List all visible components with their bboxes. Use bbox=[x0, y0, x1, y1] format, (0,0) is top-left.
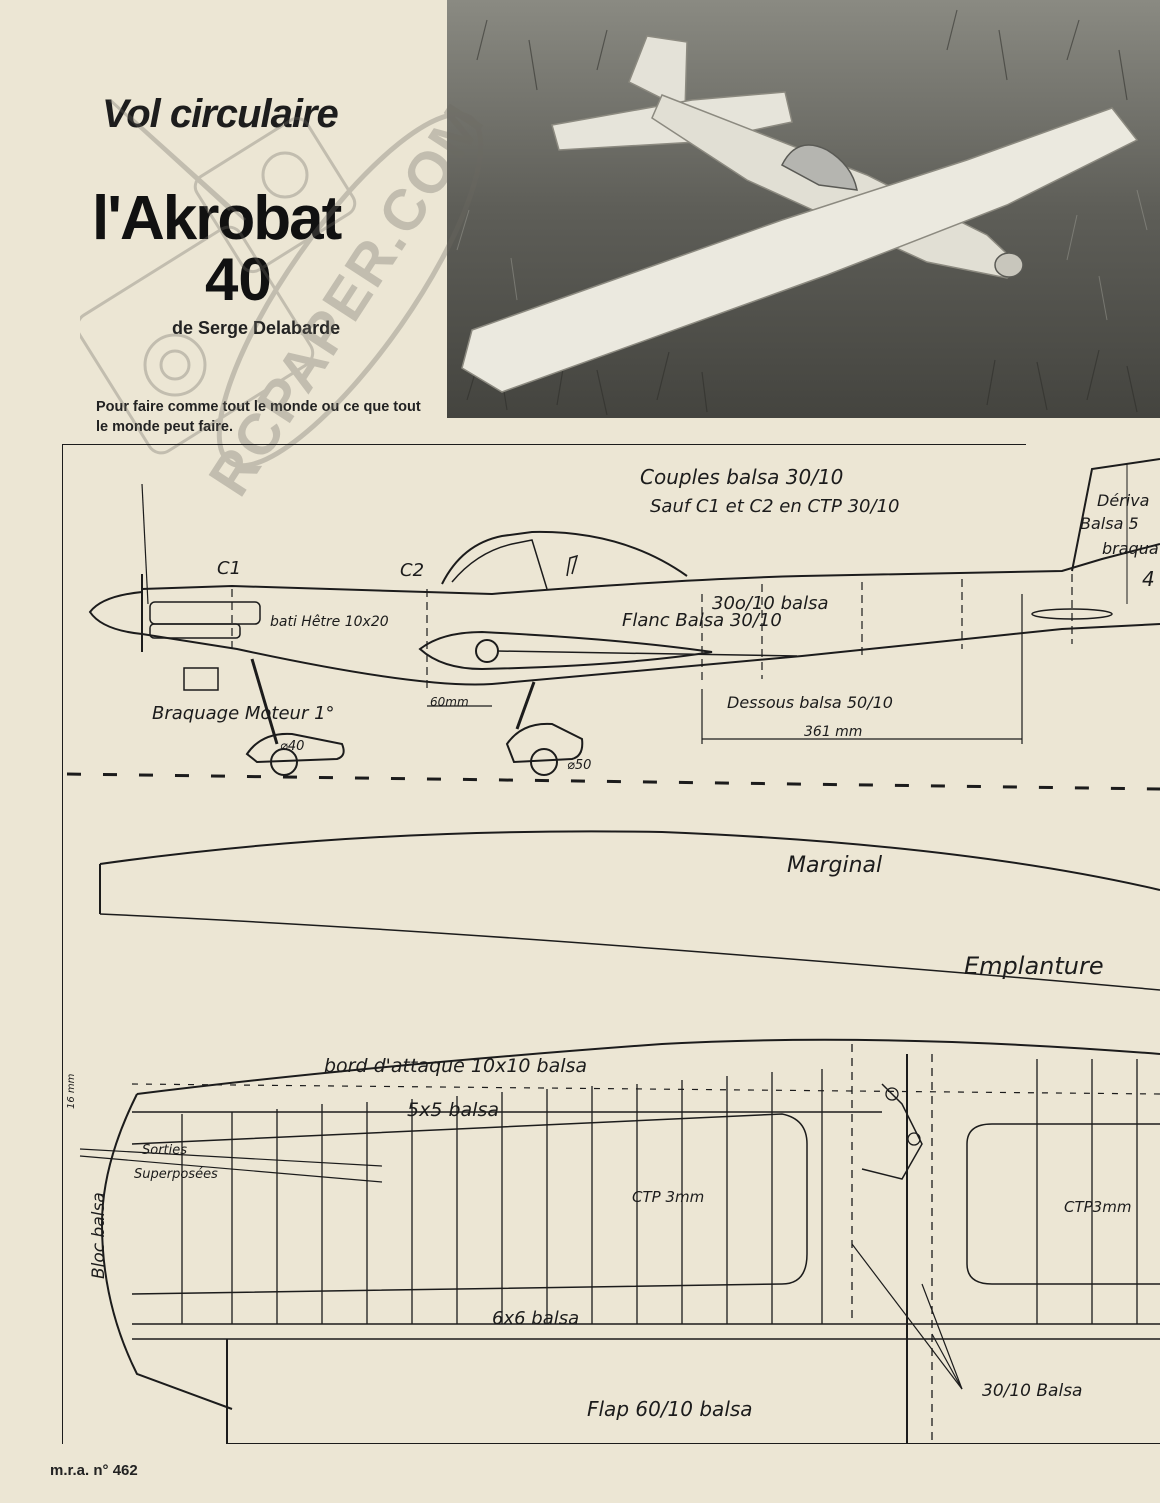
label-roue-arriere: ⌀50 bbox=[567, 758, 591, 773]
aircraft-photo bbox=[447, 0, 1160, 418]
label-derive-1: Dériva bbox=[1097, 491, 1149, 510]
label-dessus: 30o/10 balsa bbox=[712, 593, 828, 614]
label-flanc: Flanc Balsa 30/10 bbox=[622, 610, 782, 631]
label-roue-avant: ⌀40 bbox=[280, 739, 304, 754]
label-bati: bati Hêtre 10x20 bbox=[270, 614, 389, 630]
label-dim-361: 361 mm bbox=[804, 724, 862, 740]
label-couples-1: Couples balsa 30/10 bbox=[640, 465, 843, 489]
label-ctp-2: CTP3mm bbox=[1064, 1198, 1131, 1216]
label-balsa-30-10: 30/10 Balsa bbox=[982, 1381, 1082, 1401]
plan-drawing: Couples balsa 30/10 Sauf C1 et C2 en CTP… bbox=[62, 444, 1160, 1444]
label-longeron-6x6: 6x6 balsa bbox=[492, 1308, 579, 1329]
fuselage-side-view bbox=[66, 458, 1160, 791]
label-bord-attaque: bord d'attaque 10x10 balsa bbox=[324, 1055, 587, 1077]
label-longeron-5x5: 5x5 balsa bbox=[407, 1099, 499, 1121]
article-title: l'Akrobat bbox=[92, 184, 342, 253]
label-braquage-moteur: Braquage Moteur 1° bbox=[152, 703, 335, 724]
label-sorties-2: Superposées bbox=[134, 1167, 218, 1182]
label-derive-3: braqua bbox=[1102, 539, 1159, 558]
label-emplanture: Emplanture bbox=[964, 952, 1104, 980]
label-c1: C1 bbox=[217, 558, 241, 579]
label-derive-2: Balsa 5 bbox=[1080, 514, 1139, 533]
label-marginal: Marginal bbox=[787, 853, 882, 878]
label-derive-4: 4 bbox=[1142, 567, 1155, 591]
author-byline: de Serge Delabarde bbox=[172, 318, 341, 338]
label-c2: C2 bbox=[400, 560, 424, 581]
label-ctp-1: CTP 3mm bbox=[632, 1188, 704, 1206]
wing-plan-view bbox=[79, 830, 1160, 1444]
intro-text: Pour faire comme tout le monde ou ce que… bbox=[96, 398, 421, 435]
section-title: Vol circulaire bbox=[102, 92, 339, 136]
page-footer: m.r.a. n° 462 bbox=[50, 1462, 138, 1479]
label-dim-16: 16 mm bbox=[66, 1073, 77, 1109]
label-flap: Flap 60/10 balsa bbox=[587, 1397, 753, 1421]
label-dessous: Dessous balsa 50/10 bbox=[727, 693, 893, 712]
label-couples-2: Sauf C1 et C2 en CTP 30/10 bbox=[650, 496, 899, 517]
label-sorties-1: Sorties bbox=[142, 1143, 187, 1158]
label-dim-60: 60mm bbox=[430, 695, 469, 709]
article-number: 40 bbox=[205, 246, 272, 313]
label-bloc: Bloc balsa bbox=[89, 1192, 109, 1279]
